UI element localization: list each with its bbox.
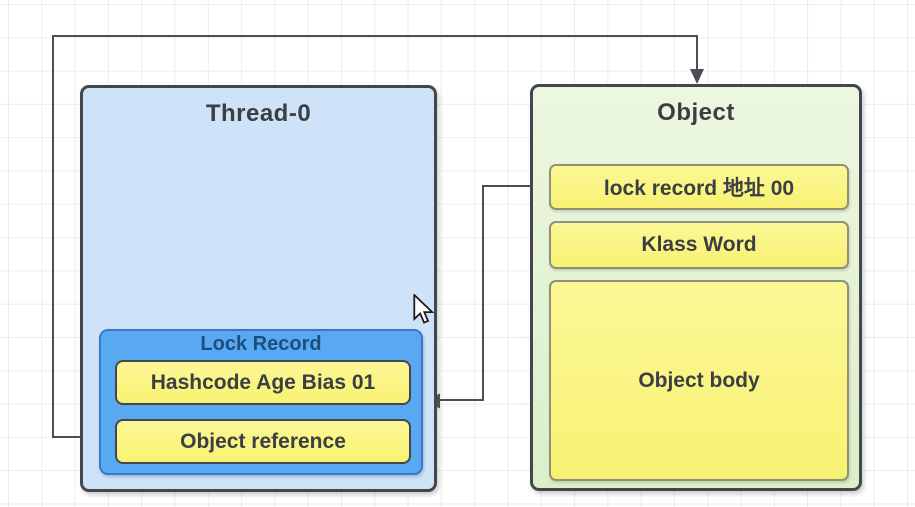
object-body-slot[interactable]: Object body [549,280,849,481]
lock-record-address-slot[interactable]: lock record 地址 00 [549,164,849,210]
arrow-lock-record-address-to-lock-record[interactable] [424,185,545,409]
hashcode-age-bias-slot[interactable]: Hashcode Age Bias 01 [115,360,411,405]
object-reference-label: Object reference [180,429,346,453]
hashcode-age-bias-label: Hashcode Age Bias 01 [150,370,376,394]
klass-word-label: Klass Word [641,233,757,256]
lock-record-address-label: lock record 地址 00 [603,177,795,200]
thread-box[interactable]: Thread-0 Lock Record Hashcode Age Bias 0… [80,85,437,492]
thread-title: Thread-0 [205,100,312,127]
klass-word-slot[interactable]: Klass Word [549,221,849,269]
arrow-pointer-icon [413,294,435,324]
object-box[interactable]: Object lock record 地址 00 Klass Word Obje… [530,84,862,491]
object-title: Object [657,99,735,126]
object-reference-slot[interactable]: Object reference [115,419,411,464]
lock-record-box[interactable]: Lock Record Hashcode Age Bias 01 Object … [99,329,423,475]
lock-record-title: Lock Record [200,333,322,355]
object-body-label: Object body [638,368,760,392]
